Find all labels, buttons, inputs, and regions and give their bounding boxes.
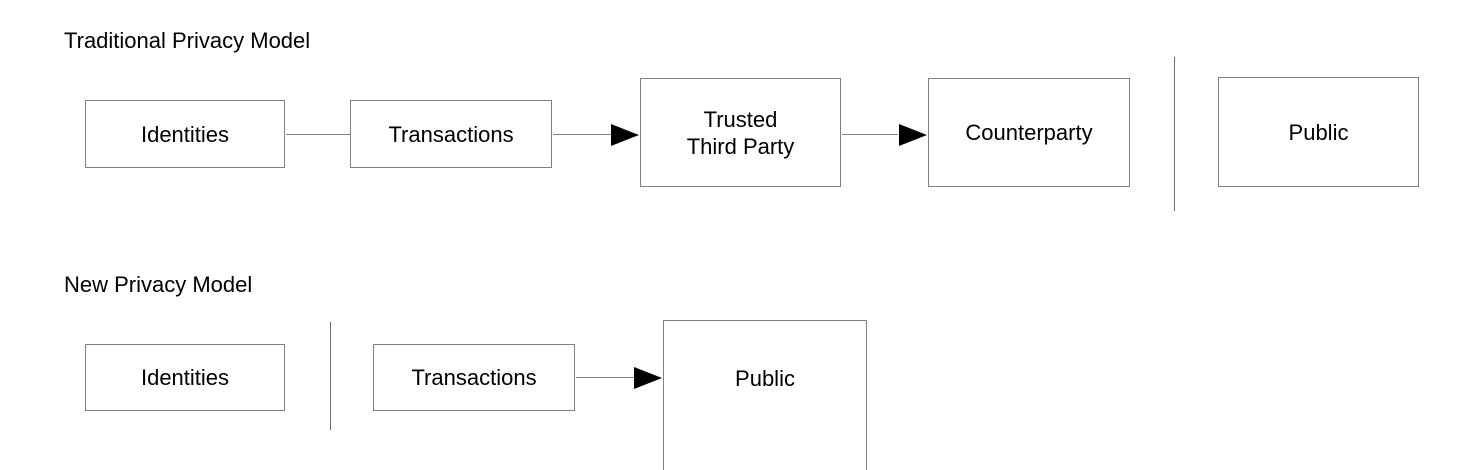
connector-identities-to-transactions bbox=[286, 134, 350, 135]
arrow-head-icon-transactions-to-trusted-third-party bbox=[611, 124, 639, 146]
divider-traditional-private-public bbox=[1174, 57, 1175, 211]
node-trad-trusted-third-party-label: Trusted Third Party bbox=[686, 106, 795, 159]
node-trad-transactions[interactable]: Transactions bbox=[350, 100, 552, 168]
arrow-head-icon-new-transactions-to-public bbox=[634, 367, 662, 389]
node-trad-public-label: Public bbox=[1288, 119, 1349, 145]
node-trad-public[interactable]: Public bbox=[1218, 77, 1419, 187]
node-new-transactions-label: Transactions bbox=[411, 365, 537, 390]
node-trad-counterparty[interactable]: Counterparty bbox=[928, 78, 1130, 187]
connector-transactions-to-trusted-third-party bbox=[553, 134, 612, 135]
connector-new-transactions-to-public bbox=[576, 377, 635, 378]
connector-trusted-third-party-to-counterparty bbox=[842, 134, 898, 135]
section-title-new: New Privacy Model bbox=[64, 272, 253, 297]
divider-new-private-public bbox=[330, 322, 331, 430]
node-new-transactions[interactable]: Transactions bbox=[373, 344, 575, 411]
node-trad-counterparty-label: Counterparty bbox=[965, 120, 1093, 145]
node-trad-trusted-third-party[interactable]: Trusted Third Party bbox=[640, 78, 841, 187]
node-trad-identities-label: Identities bbox=[140, 121, 230, 147]
node-trad-transactions-label: Transactions bbox=[388, 121, 514, 147]
node-new-identities[interactable]: Identities bbox=[85, 344, 285, 411]
node-trad-identities[interactable]: Identities bbox=[85, 100, 285, 168]
node-new-public-label: Public bbox=[735, 366, 795, 391]
node-new-identities-label: Identities bbox=[140, 365, 230, 390]
arrow-head-icon-trusted-third-party-to-counterparty bbox=[899, 124, 927, 146]
section-title-traditional: Traditional Privacy Model bbox=[64, 28, 311, 53]
node-new-public[interactable]: Public bbox=[663, 320, 867, 470]
